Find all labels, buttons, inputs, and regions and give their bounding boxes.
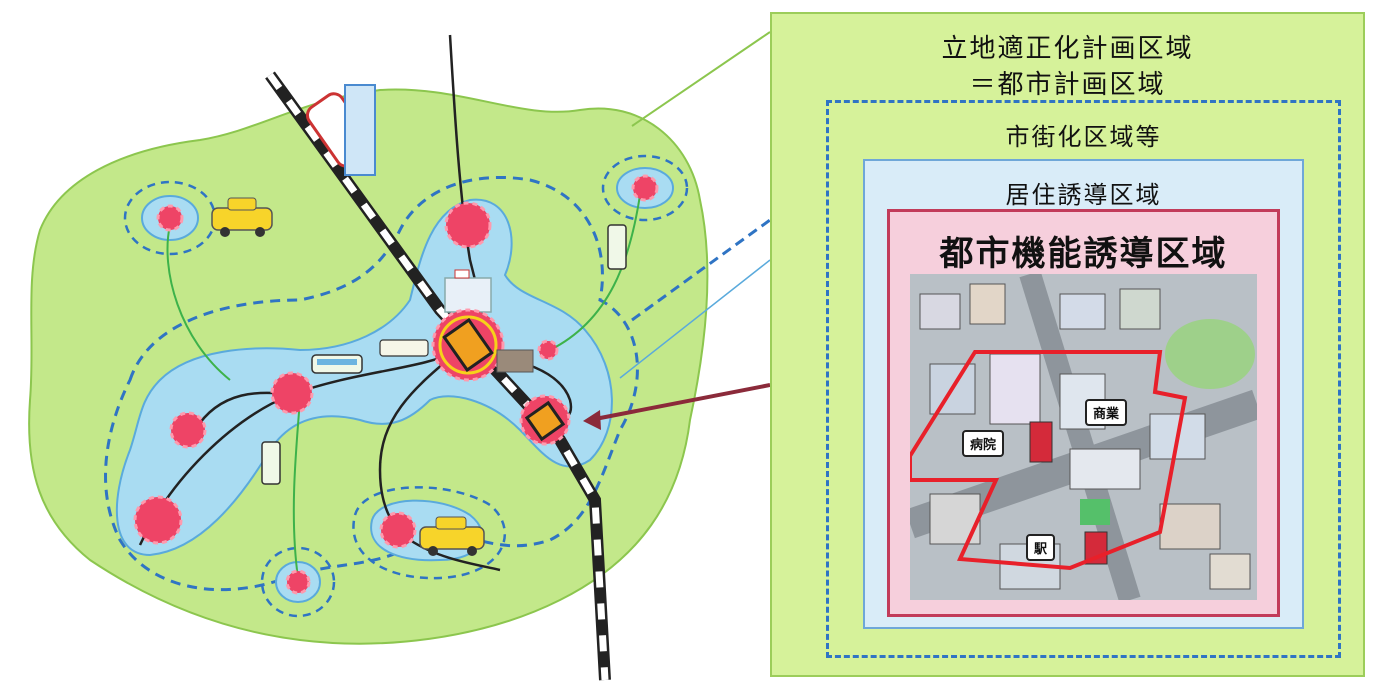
urbanization-area-title: 市街化区域等 bbox=[1005, 123, 1162, 151]
hospital-building bbox=[444, 269, 492, 313]
bus-vertical-right bbox=[607, 224, 627, 270]
residential-area-panel: 居住誘導区域 都市機能誘導区域 bbox=[863, 159, 1304, 629]
hub-markers bbox=[133, 174, 659, 595]
bus-near-station bbox=[379, 339, 429, 357]
urban-function-area-title: 都市機能誘導区域 bbox=[939, 234, 1228, 274]
residential-area-title: 居住誘導区域 bbox=[1005, 181, 1162, 209]
urbanization-area-contour bbox=[104, 175, 639, 592]
central-hub-ring bbox=[438, 315, 498, 375]
function-area-arrow bbox=[589, 383, 770, 422]
bus-vertical-left bbox=[261, 441, 281, 485]
residential-leader-line bbox=[619, 259, 770, 379]
bus-center bbox=[311, 354, 363, 374]
station-markers bbox=[442, 317, 566, 442]
label-station: 駅 bbox=[1026, 534, 1056, 561]
function-area-arrowhead bbox=[583, 410, 601, 430]
red-bus bbox=[1029, 421, 1053, 463]
function-zone-boundary bbox=[910, 350, 1188, 571]
city-illustration bbox=[910, 274, 1257, 600]
city-structure-map bbox=[28, 31, 770, 681]
urbanization-leader-line bbox=[631, 218, 770, 322]
bullet-train bbox=[305, 84, 376, 176]
station-platform bbox=[1080, 499, 1110, 525]
planning-area-panel: 立地適正化計画区域 ＝都市計画区域 市街化区域等 居住誘導区域 都市機能誘導区域 bbox=[770, 12, 1365, 677]
planning-area-title: 立地適正化計画区域 bbox=[941, 34, 1194, 64]
label-hospital: 病院 bbox=[962, 430, 1005, 457]
planning-area-leader-line bbox=[631, 31, 770, 127]
taxi-top-left bbox=[211, 197, 273, 237]
truck bbox=[496, 349, 534, 373]
planning-area-subtitle: ＝都市計画区域 bbox=[969, 70, 1166, 100]
label-commerce: 商業 bbox=[1085, 399, 1128, 426]
urban-function-area-panel: 都市機能誘導区域 bbox=[887, 209, 1280, 617]
feeder-routes bbox=[166, 194, 641, 579]
taxi-bottom bbox=[419, 516, 485, 556]
city-buildings bbox=[919, 283, 1251, 590]
urbanization-area-panel: 市街化区域等 居住誘導区域 都市機能誘導区域 bbox=[826, 100, 1341, 658]
